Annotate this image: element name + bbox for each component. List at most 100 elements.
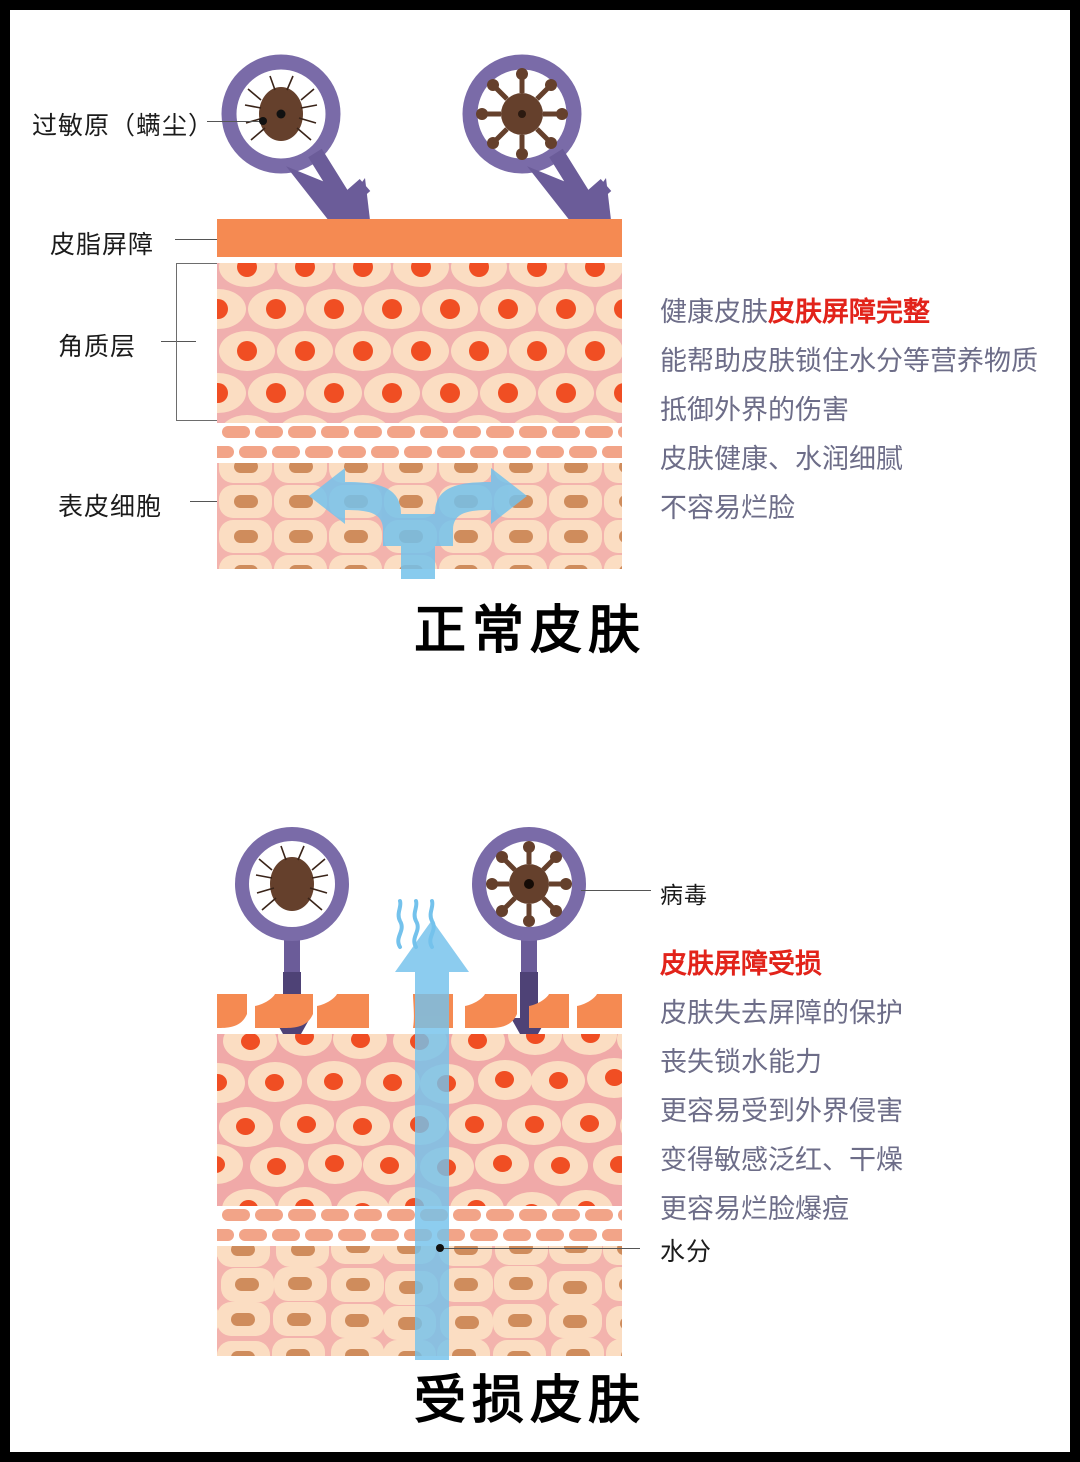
cell-nucleus xyxy=(353,1118,372,1135)
label-sebum-barrier: 皮脂屏障 xyxy=(50,225,154,261)
granular-brick xyxy=(338,1229,366,1241)
cell-nucleus xyxy=(498,383,518,403)
granular-brick xyxy=(602,1229,623,1241)
cell-nucleus xyxy=(345,1349,369,1356)
cell-nucleus xyxy=(231,1351,255,1356)
cell-nucleus xyxy=(563,1281,587,1294)
damaged-copy-line-3: 变得敏感泛红、干燥 xyxy=(660,1136,903,1185)
label-allergen: 过敏原（螨尘） xyxy=(32,106,214,142)
cell-nucleus xyxy=(324,1073,343,1090)
cell-nucleus xyxy=(288,1277,312,1290)
granular-brick xyxy=(321,1209,349,1221)
cell-nucleus xyxy=(527,341,547,361)
granular-brick xyxy=(272,1229,300,1241)
granular-brick xyxy=(552,426,580,438)
cell-nucleus xyxy=(324,299,344,319)
granular-brick xyxy=(239,1229,267,1241)
cell-nucleus xyxy=(382,299,402,319)
granular-brick xyxy=(618,426,622,438)
sebum-barrier-layer xyxy=(217,219,622,257)
damaged-skin-copy: 皮肤屏障受损 皮肤失去屏障的保护 丧失锁水能力 更容易受到外界侵害 变得敏感泛红… xyxy=(660,940,903,1234)
damaged-copy-line-1: 丧失锁水能力 xyxy=(660,1038,903,1087)
cell-nucleus xyxy=(235,1278,259,1291)
cell-nucleus xyxy=(345,1314,369,1327)
granular-brick xyxy=(453,426,481,438)
cell-nucleus xyxy=(353,341,373,361)
copy-line-0-highlight: 皮肤屏障完整 xyxy=(768,297,930,328)
leader-virus xyxy=(581,890,651,891)
virus-icon xyxy=(476,68,568,160)
granular-brick xyxy=(585,426,613,438)
cell-nucleus xyxy=(563,1315,587,1328)
granular-brick xyxy=(305,1229,333,1241)
granular-brick xyxy=(354,1209,382,1221)
damaged-copy-line-2: 更容易受到外界侵害 xyxy=(660,1087,903,1136)
granular-brick xyxy=(519,1209,547,1221)
skin-cell xyxy=(335,415,391,423)
skin-cell xyxy=(277,415,333,423)
magnifier-mite-normal xyxy=(215,48,375,238)
cell-nucleus xyxy=(237,341,257,361)
leader-dot-allergen xyxy=(259,117,267,125)
granular-brick xyxy=(222,426,250,438)
moisture-retain-arrow-icon xyxy=(217,444,622,579)
granular-brick xyxy=(618,1209,622,1221)
granular-brick xyxy=(585,1209,613,1221)
damaged-copy-line-0: 皮肤失去屏障的保护 xyxy=(660,989,903,1038)
cell-nucleus xyxy=(440,299,460,319)
copy-line-2: 抵御外界的伤害 xyxy=(660,386,1038,435)
cell-nucleus xyxy=(346,1278,370,1291)
stratum-corneum-layer xyxy=(217,263,622,423)
normal-skin-copy: 健康皮肤皮肤屏障完整 能帮助皮肤锁住水分等营养物质 抵御外界的伤害 皮肤健康、水… xyxy=(660,288,1038,533)
label-virus: 病毒 xyxy=(660,876,708,910)
cell-nucleus xyxy=(509,1277,533,1290)
cell-nucleus xyxy=(286,1349,310,1356)
skin-cell xyxy=(567,415,622,423)
cell-nucleus xyxy=(411,341,431,361)
cell-nucleus xyxy=(346,1246,370,1253)
cell-nucleus xyxy=(508,1314,532,1327)
cell-nucleus xyxy=(507,1351,531,1356)
magnifier-virus-normal xyxy=(450,48,630,238)
leader-allergen xyxy=(207,121,262,122)
cell-nucleus xyxy=(382,383,402,403)
cell-nucleus xyxy=(297,1116,316,1133)
granular-brick xyxy=(552,1209,580,1221)
label-moisture: 水分 xyxy=(660,1232,712,1268)
granular-brick xyxy=(486,1209,514,1221)
cell-nucleus xyxy=(231,1313,255,1326)
cell-nucleus xyxy=(266,299,286,319)
damaged-headline: 皮肤屏障受损 xyxy=(660,940,903,989)
cell-nucleus xyxy=(585,341,605,361)
cell-nucleus xyxy=(566,1349,590,1357)
granular-brick xyxy=(354,426,382,438)
granular-brick xyxy=(569,1229,597,1241)
cell-nucleus xyxy=(266,383,286,403)
skin-cell xyxy=(393,415,449,423)
granular-brick xyxy=(387,426,415,438)
skin-cell xyxy=(509,415,565,423)
skin-cell xyxy=(219,415,275,423)
cell-nucleus xyxy=(295,341,315,361)
granular-brick xyxy=(217,1229,234,1241)
skin-cell xyxy=(620,1106,622,1146)
cell-nucleus xyxy=(605,1069,622,1086)
granular-brick xyxy=(519,426,547,438)
copy-line-4: 不容易烂脸 xyxy=(660,484,1038,533)
cell-nucleus xyxy=(469,341,489,361)
label-stratum-corneum: 角质层 xyxy=(58,327,136,363)
granular-brick xyxy=(255,426,283,438)
cell-nucleus xyxy=(556,383,576,403)
cell-nucleus xyxy=(287,1313,311,1326)
cell-nucleus xyxy=(241,1034,260,1050)
label-epidermal-cell: 表皮细胞 xyxy=(58,487,162,523)
cell-nucleus xyxy=(231,1246,255,1256)
leader-moisture xyxy=(440,1248,640,1249)
damaged-skin-cross-section xyxy=(217,988,622,1318)
cell-nucleus xyxy=(610,1156,622,1173)
granular-brick xyxy=(288,426,316,438)
granular-brick xyxy=(288,1209,316,1221)
leader-dot-moisture xyxy=(436,1244,444,1252)
cell-nucleus xyxy=(580,1115,599,1132)
copy-line-0: 健康皮肤皮肤屏障完整 xyxy=(660,288,1038,337)
